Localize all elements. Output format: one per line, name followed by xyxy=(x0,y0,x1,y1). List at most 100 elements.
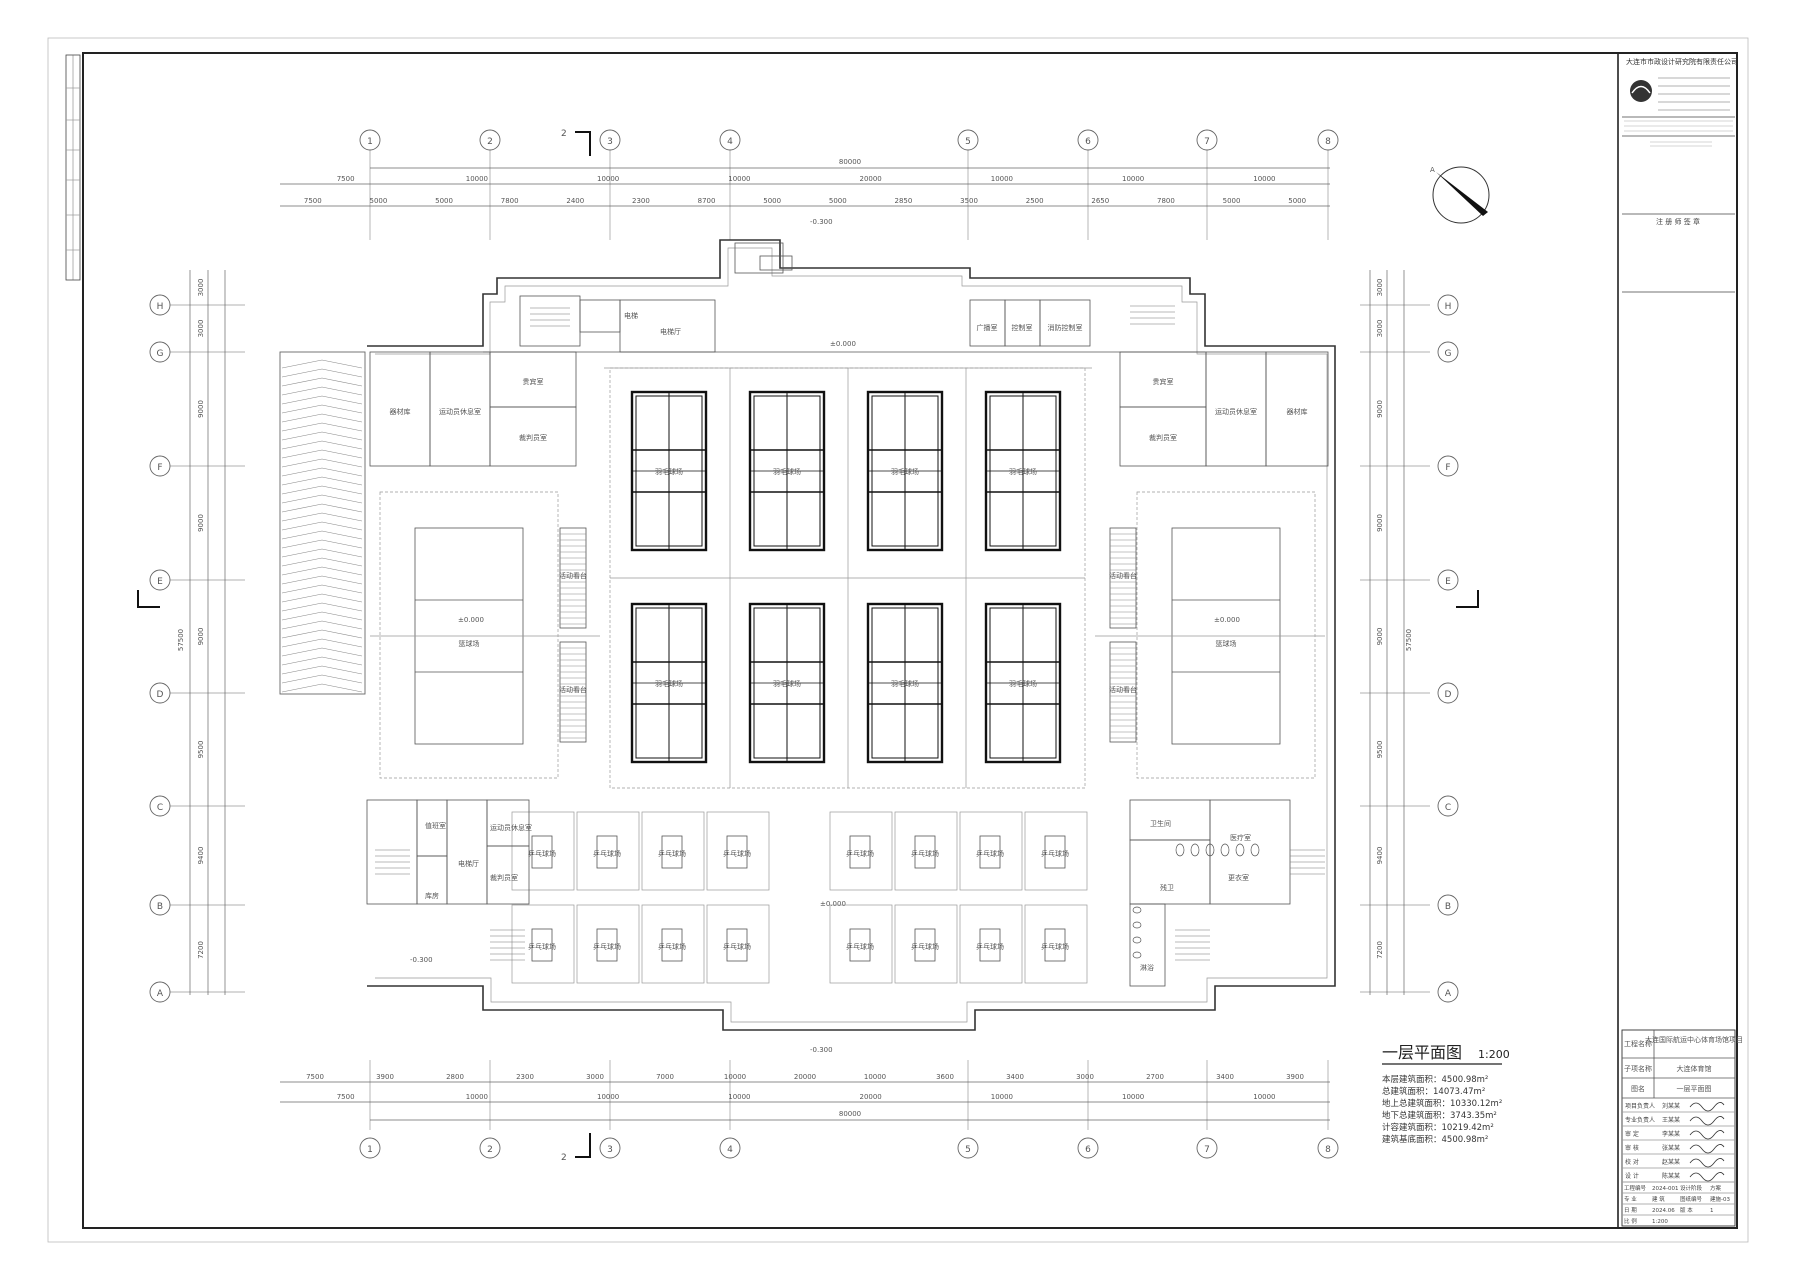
table-tennis-bay: 乒乓球场 xyxy=(706,904,770,984)
signature-scribble xyxy=(1689,1102,1725,1112)
ramp-hatch-line xyxy=(281,656,363,666)
room-referee-left: 裁判员室 xyxy=(519,433,547,442)
role-label: 校 对 xyxy=(1625,1158,1639,1166)
ramp-hatch-line xyxy=(281,359,363,369)
table-tennis-table xyxy=(661,928,683,962)
meta-cell: 建施-03 xyxy=(1710,1195,1730,1203)
ramp-hatch-line xyxy=(281,512,363,522)
table-tennis-label: 乒乓球场 xyxy=(658,849,686,858)
area-stat-3: 地下总建筑面积：3743.35m² xyxy=(1382,1110,1497,1121)
grid-label-top-3: 3 xyxy=(607,137,613,147)
binding-strip xyxy=(65,54,81,281)
sub-value: 大连体育馆 xyxy=(1677,1064,1712,1073)
grid-label-left-B: B xyxy=(157,902,163,912)
ramp-hatch-line xyxy=(281,593,363,603)
top-sub-dim-4: 2400 xyxy=(566,197,584,205)
ramp-hatch-line xyxy=(281,476,363,486)
title-block: 大连市市政设计研究院有限责任公司 注 册 师 签 章 工程名称 大连国际航运中心… xyxy=(1621,57,1743,1227)
table-tennis-bay: 乒乓球场 xyxy=(894,811,958,891)
role-label: 审 定 xyxy=(1625,1130,1639,1138)
grid-bubble-right-G xyxy=(1437,341,1459,363)
area-stat-1: 总建筑面积：14073.47m² xyxy=(1382,1086,1485,1097)
right-span-dim-7: 7200 xyxy=(1376,941,1384,959)
bottom-span-dim-6: 10000 xyxy=(724,1073,746,1081)
ramp-hatch-line xyxy=(281,485,363,495)
ramp-hatch-line xyxy=(281,602,363,612)
room-equipment-left: 器材库 xyxy=(390,407,411,416)
role-name: 刘某某 xyxy=(1662,1102,1680,1110)
top-sub-dim-1: 5000 xyxy=(370,197,388,205)
room-broadcast: 广播室 xyxy=(977,323,998,332)
table-tennis-table xyxy=(531,928,553,962)
grid-label-left-A: A xyxy=(157,989,164,999)
table-tennis-bay-outline xyxy=(829,811,893,891)
ramp-hatch-line xyxy=(281,665,363,675)
grid-label-right-B: B xyxy=(1445,902,1451,912)
grid-label-right-D: D xyxy=(1445,690,1452,700)
court-label-basketball-right: 篮球场 xyxy=(1216,639,1237,648)
table-tennis-bay-outline xyxy=(1024,904,1088,984)
rooms-top-left: 器材库 运动员休息室 贵宾室 裁判员室 电梯 电梯厅 xyxy=(369,295,716,467)
table-tennis-table xyxy=(531,835,553,869)
stand-block: 活动看台 xyxy=(559,641,587,743)
table-tennis-bay-outline xyxy=(576,904,640,984)
meta-cell: 1:200 xyxy=(1652,1219,1668,1225)
notes-title: 注 册 师 签 章 xyxy=(1656,217,1700,226)
ramp-hatch-line xyxy=(281,431,363,441)
level-top: -0.300 xyxy=(810,218,833,226)
table-tennis-bay-outline xyxy=(829,904,893,984)
top-sub-dim-11: 2500 xyxy=(1026,197,1044,205)
court-label-badminton: 羽毛球场 xyxy=(891,679,919,688)
table-tennis-bay: 乒乓球场 xyxy=(706,811,770,891)
grid-bubble-right-D xyxy=(1437,682,1459,704)
top-span-dim-0: 7500 xyxy=(337,175,355,183)
room-athlete-right: 运动员休息室 xyxy=(1215,407,1257,416)
grid-label-bottom-7: 7 xyxy=(1204,1145,1210,1155)
grid-label-bottom-8: 8 xyxy=(1325,1145,1331,1155)
table-tennis-label: 乒乓球场 xyxy=(723,849,751,858)
table-tennis-label: 乒乓球场 xyxy=(846,849,874,858)
bottom-span-dim-8: 10000 xyxy=(864,1073,886,1081)
court-label-badminton: 羽毛球场 xyxy=(773,467,801,476)
room-toilet: 卫生间 xyxy=(1150,819,1171,828)
project-label: 工程名称 xyxy=(1624,1039,1652,1048)
bottom-span-dim-3: 2300 xyxy=(516,1073,534,1081)
badminton-court: 羽毛球场 xyxy=(984,602,1062,764)
bottom-span-dim-1: 3900 xyxy=(376,1073,394,1081)
top-sub-dim-8: 5000 xyxy=(829,197,847,205)
meta-cell: 版 本 xyxy=(1680,1206,1693,1214)
ramp-hatch-line xyxy=(281,647,363,657)
table-tennis-bay: 乒乓球场 xyxy=(959,904,1023,984)
ramp-hatch-line xyxy=(281,539,363,549)
table-tennis-table xyxy=(849,928,871,962)
left-span-dim-0: 3000 xyxy=(197,279,205,297)
bottom-span-dim-7: 20000 xyxy=(794,1073,816,1081)
table-tennis-label: 乒乓球场 xyxy=(528,942,556,951)
room-athlete-left: 运动员休息室 xyxy=(439,407,481,416)
left-span-dim-4: 9000 xyxy=(197,628,205,646)
table-tennis-table xyxy=(661,835,683,869)
meta-cell: 日 期 xyxy=(1624,1207,1637,1214)
table-tennis-table xyxy=(726,835,748,869)
ramp-hatch-line xyxy=(281,395,363,405)
room-office-left: 值班室 xyxy=(425,821,446,830)
top-sub-dim-5: 2300 xyxy=(632,197,650,205)
grid-label-bottom-1: 1 xyxy=(367,1145,373,1155)
left-span-dim-3: 9000 xyxy=(197,514,205,532)
rooms-bottom-right: 卫生间 更衣室 残卫 淋浴 医疗室 xyxy=(1129,799,1325,987)
area-stat-2: 地上总建筑面积：10330.12m² xyxy=(1382,1098,1502,1109)
table-tennis-bay: 乒乓球场 xyxy=(1024,904,1088,984)
left-span-dim-5: 9500 xyxy=(197,741,205,759)
court-label-badminton: 羽毛球场 xyxy=(1009,467,1037,476)
top-sub-dim-10: 3500 xyxy=(960,197,978,205)
room-disabled: 残卫 xyxy=(1160,883,1174,892)
grid-bubble-right-B xyxy=(1437,894,1459,916)
top-sub-dim-14: 5000 xyxy=(1223,197,1241,205)
court-label-badminton: 羽毛球场 xyxy=(773,679,801,688)
table-tennis-label: 乒乓球场 xyxy=(1041,849,1069,858)
grid-label-right-F: F xyxy=(1445,463,1450,473)
top-sub-dim-7: 5000 xyxy=(763,197,781,205)
ramp-hatch-line xyxy=(281,611,363,621)
room-lift: 电梯 xyxy=(624,311,638,320)
